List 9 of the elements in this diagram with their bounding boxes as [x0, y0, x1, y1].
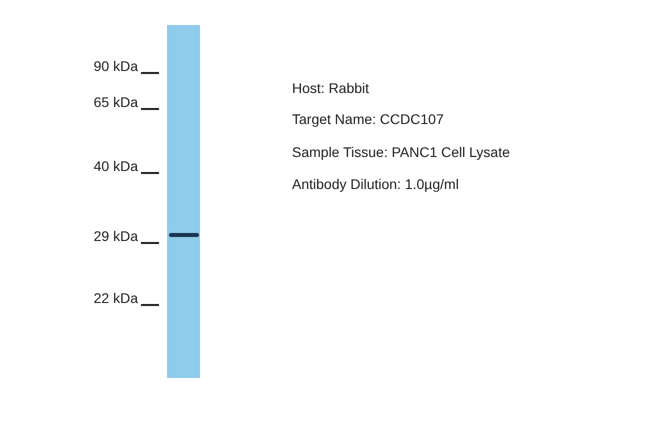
marker-label: 22 kDa	[92, 290, 138, 306]
marker-label: 29 kDa	[92, 228, 138, 244]
info-text: Host: Rabbit	[292, 80, 370, 96]
info-text: Antibody Dilution: 1.0µg/ml	[292, 176, 459, 192]
info-text: Sample Tissue: PANC1 Cell Lysate	[292, 144, 510, 160]
marker-label: 90 kDa	[92, 58, 138, 74]
info-text: Target Name: CCDC107	[292, 111, 444, 127]
marker-label: 65 kDa	[92, 94, 138, 110]
marker-label: 40 kDa	[92, 158, 138, 174]
